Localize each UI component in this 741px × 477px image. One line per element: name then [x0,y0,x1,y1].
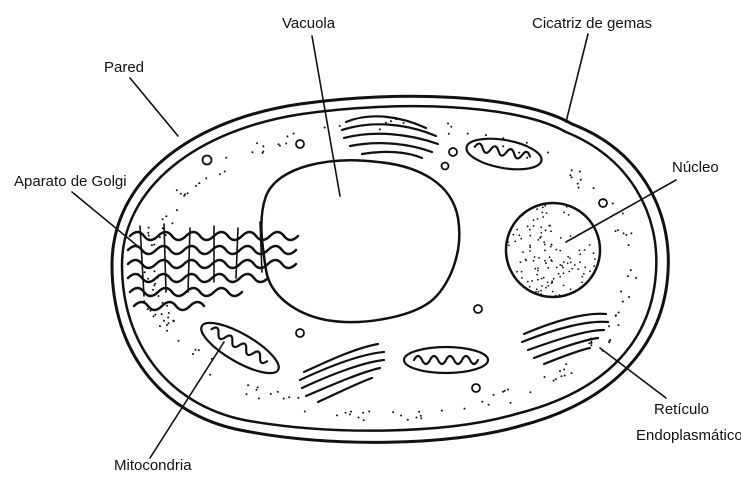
label-cicatriz-de-gemas: Cicatriz de gemas [532,15,652,32]
mitochondrion-bottom-center [404,347,488,373]
label-mitocondria: Mitocondria [114,457,192,474]
label-endoplasmatico: Endoplasmático [636,427,741,444]
mitochondrion-bottom-left [195,314,285,382]
leader-pared [130,78,178,136]
cell-wall-outer [112,96,668,442]
leader-vacuola [312,36,340,196]
endoplasmic-reticulum-top [342,116,438,158]
endoplasmic-reticulum-right [522,314,608,364]
golgi-apparatus [128,222,298,310]
endoplasmic-reticulum-bottom-center [300,344,384,402]
label-reticulo: Retículo [654,401,709,418]
mitochondrion-top-right [464,134,544,175]
label-pared: Pared [104,59,144,76]
leader-cicatriz [566,34,588,122]
label-nucleo: Núcleo [672,159,719,176]
label-aparato-de-golgi: Aparato de Golgi [14,173,127,190]
leader-reticulo [600,348,666,398]
leader-mitocondria [150,342,224,458]
label-vacuola: Vacuola [282,15,336,32]
